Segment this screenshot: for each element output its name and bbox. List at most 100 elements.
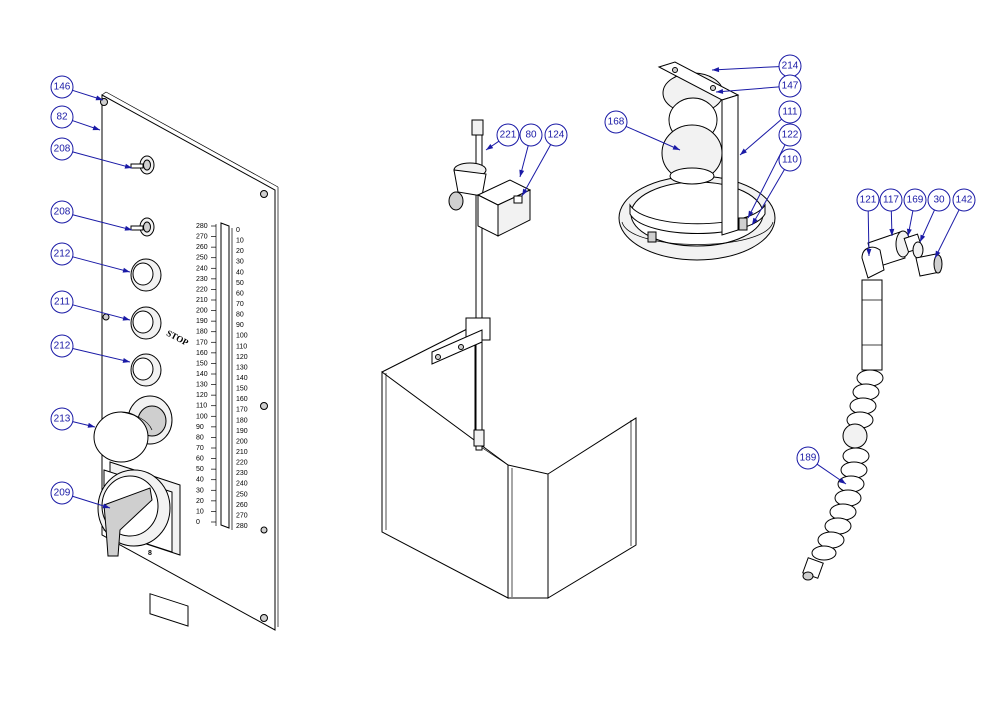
scale-left-label: 200	[196, 308, 208, 315]
scale-left-label: 0	[196, 519, 200, 526]
scale-left-label: 60	[196, 456, 204, 463]
scale-right-label: 260	[236, 502, 248, 509]
callout-number: 30	[933, 195, 945, 206]
callout-number: 146	[54, 82, 71, 93]
scale-left-label: 130	[196, 382, 208, 389]
callout-leader	[72, 304, 131, 321]
callout-circle	[778, 74, 802, 98]
callout-number: 208	[54, 144, 71, 155]
switch-marker: 8	[148, 550, 152, 557]
callout-leader	[715, 86, 780, 93]
callout-leader	[521, 144, 552, 197]
scale-right-label: 30	[236, 259, 244, 266]
hose-straight-section	[861, 279, 883, 371]
scale-gauge: 2802702602502402302202102001901801701601…	[196, 222, 248, 530]
callout-212: 212	[50, 334, 131, 363]
scale-right-label: 250	[236, 491, 248, 498]
clamp-bracket	[431, 329, 483, 365]
callout-147: 147	[715, 74, 802, 98]
callout-arrowhead	[486, 143, 494, 150]
callout-number: 211	[54, 297, 70, 308]
callout-208: 208	[50, 200, 133, 231]
callout-arrowhead	[87, 422, 95, 428]
callout-number: 212	[54, 249, 71, 260]
pushbutton-middle	[130, 306, 162, 340]
scale-right-label: 90	[236, 322, 244, 329]
scale-right-label: 20	[236, 248, 244, 255]
callout-number: 189	[800, 453, 817, 464]
scale-left-label: 160	[196, 350, 208, 357]
scale-left-label: 80	[196, 434, 204, 441]
bracket-upright	[721, 94, 739, 236]
scale-left-label: 220	[196, 286, 208, 293]
callout-number: 213	[54, 414, 71, 425]
callout-leader	[747, 144, 786, 219]
callout-arrowhead	[124, 163, 132, 169]
callout-number: 117	[883, 195, 899, 206]
scale-left-label: 150	[196, 360, 208, 367]
callout-arrowhead	[740, 148, 747, 155]
callout-arrowhead	[122, 357, 130, 363]
callout-arrowhead	[716, 88, 724, 94]
callout-leader	[72, 256, 131, 273]
scale-left-label: 20	[196, 498, 204, 505]
scale-left-label: 30	[196, 487, 204, 494]
callout-number: 169	[907, 195, 924, 206]
scale-left-labels: 2802702602502402302202102001901801701601…	[196, 223, 216, 526]
rod-cap	[471, 119, 484, 136]
callout-circle	[952, 188, 976, 212]
callout-number: 142	[956, 195, 973, 206]
rod-base-collar	[473, 429, 485, 447]
callout-circle	[496, 123, 520, 147]
callout-142: 142	[934, 188, 976, 259]
pushbutton-upper	[130, 258, 162, 292]
scale-left-label: 140	[196, 371, 208, 378]
callout-number: 147	[782, 81, 799, 92]
callout-circle	[604, 110, 628, 134]
scale-left-label: 190	[196, 318, 208, 325]
callout-circle	[50, 407, 74, 431]
callout-leader	[739, 118, 782, 156]
scale-left-label: 230	[196, 276, 208, 283]
callout-arrowhead	[935, 250, 941, 258]
screw-mid-right	[260, 402, 268, 410]
scale-right-label: 120	[236, 354, 248, 361]
scale-right-label: 190	[236, 428, 248, 435]
screw-right-lower	[260, 526, 268, 534]
scale-right-label: 240	[236, 481, 248, 488]
callout-circle	[879, 188, 903, 212]
scale-right-label: 60	[236, 290, 244, 297]
scale-right-label: 140	[236, 375, 248, 382]
callout-circle	[856, 188, 880, 212]
callout-211: 211	[50, 290, 131, 321]
stand-assembly	[381, 119, 637, 599]
scale-right-label: 130	[236, 364, 248, 371]
callout-leader	[72, 151, 133, 169]
callout-117: 117	[879, 188, 903, 237]
tank-side-panel	[507, 464, 549, 599]
callout-arrowhead	[866, 248, 872, 256]
callout-arrowhead	[92, 125, 100, 131]
emergency-stop-button	[93, 395, 173, 463]
callout-30: 30	[919, 188, 951, 243]
scale-left-label: 100	[196, 413, 208, 420]
callout-number: 82	[56, 112, 68, 123]
scale-right-label: 10	[236, 238, 244, 245]
base-assembly	[618, 61, 776, 261]
callout-number: 111	[782, 107, 798, 118]
callout-110: 110	[751, 148, 802, 226]
callout-arrowhead	[712, 67, 720, 73]
callout-circle	[519, 123, 543, 147]
callout-arrowhead	[122, 267, 130, 273]
screw-mid-left	[102, 313, 110, 321]
scale-left-label: 270	[196, 234, 208, 241]
scale-left-label: 240	[196, 265, 208, 272]
callout-circle	[50, 137, 74, 161]
scale-right-label: 0	[236, 227, 240, 234]
scale-right-label: 280	[236, 523, 248, 530]
callout-leader	[625, 125, 681, 151]
screw-bottom-right	[260, 614, 268, 622]
callout-circle	[778, 148, 802, 172]
callout-number: 121	[860, 195, 877, 206]
